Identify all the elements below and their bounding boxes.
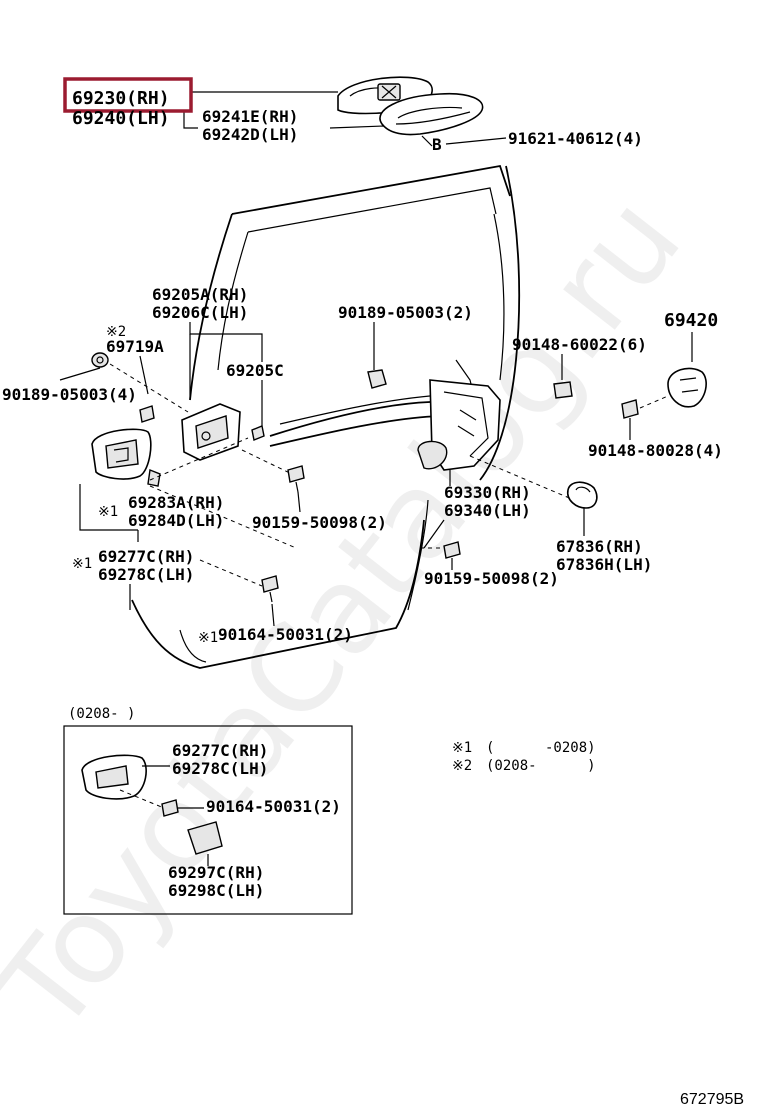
label-90189-top[interactable]: 90189-05003(2) bbox=[338, 303, 473, 322]
label-69240[interactable]: 69240(LH) bbox=[72, 108, 170, 129]
screw-69205C[interactable] bbox=[252, 426, 264, 440]
label-90159-b[interactable]: 90159-50098(2) bbox=[424, 569, 559, 588]
screw-90159-a[interactable] bbox=[288, 466, 304, 492]
label-69242D[interactable]: 69242D(LH) bbox=[202, 125, 298, 144]
label-69283A[interactable]: 69283A(RH) bbox=[128, 493, 224, 512]
label-69330[interactable]: 69330(RH) bbox=[444, 483, 531, 502]
label-91621[interactable]: 91621-40612(4) bbox=[508, 129, 643, 148]
bolt-90148-60022[interactable] bbox=[554, 382, 572, 398]
label-67836H[interactable]: 67836H(LH) bbox=[556, 555, 652, 574]
nut-90189-left[interactable] bbox=[92, 353, 108, 367]
label-69278C[interactable]: 69278C(LH) bbox=[98, 565, 194, 584]
note-2-mark: ※2 bbox=[452, 758, 472, 774]
inner-handle-part[interactable] bbox=[182, 404, 240, 460]
label-69230[interactable]: 69230(RH) bbox=[72, 88, 170, 109]
callout-b: B bbox=[432, 135, 442, 154]
clip-69719A[interactable] bbox=[140, 406, 154, 422]
label-90189-left[interactable]: 90189-05003(4) bbox=[2, 385, 137, 404]
label-69206C[interactable]: 69206C(LH) bbox=[152, 303, 248, 322]
inset-bezel-part[interactable] bbox=[82, 755, 146, 799]
door-handle-bezel[interactable] bbox=[92, 429, 151, 479]
note-1-text: ( -0208) bbox=[486, 740, 596, 756]
inset-label-69298C[interactable]: 69298C(LH) bbox=[168, 881, 264, 900]
note-2-text: (0208- ) bbox=[486, 758, 596, 774]
label-69277C[interactable]: 69277C(RH) bbox=[98, 547, 194, 566]
striker-69420[interactable] bbox=[668, 368, 706, 406]
inset-label-69278C[interactable]: 69278C(LH) bbox=[172, 759, 268, 778]
label-69284D[interactable]: 69284D(LH) bbox=[128, 511, 224, 530]
nut-90189-top[interactable] bbox=[368, 370, 386, 388]
label-69205A[interactable]: 69205A(RH) bbox=[152, 285, 248, 304]
bolt-90148-80028[interactable] bbox=[622, 400, 638, 418]
inset-date-range: (0208- ) bbox=[68, 706, 135, 722]
label-69420[interactable]: 69420 bbox=[664, 310, 718, 331]
grommet-67836[interactable] bbox=[568, 482, 597, 508]
label-90159-a[interactable]: 90159-50098(2) bbox=[252, 513, 387, 532]
label-90148-80028[interactable]: 90148-80028(4) bbox=[588, 441, 723, 460]
note-mark-1a: ※1 bbox=[98, 504, 118, 520]
note-mark-1b: ※1 bbox=[72, 556, 92, 572]
inset-label-69297C[interactable]: 69297C(RH) bbox=[168, 863, 264, 882]
label-67836[interactable]: 67836(RH) bbox=[556, 537, 643, 556]
diagram-code: 672795B bbox=[680, 1091, 744, 1108]
label-69241E[interactable]: 69241E(RH) bbox=[202, 107, 298, 126]
inset-label-90164[interactable]: 90164-50031(2) bbox=[206, 797, 341, 816]
note-1-mark: ※1 bbox=[452, 740, 472, 756]
label-69340[interactable]: 69340(LH) bbox=[444, 501, 531, 520]
inset-label-69277C[interactable]: 69277C(RH) bbox=[172, 741, 268, 760]
label-90148-60022[interactable]: 90148-60022(6) bbox=[512, 335, 647, 354]
label-69205C[interactable]: 69205C bbox=[226, 361, 284, 380]
label-90164-main[interactable]: 90164-50031(2) bbox=[218, 625, 353, 644]
label-69719A[interactable]: 69719A bbox=[106, 337, 164, 356]
clip-69283A[interactable] bbox=[148, 470, 160, 486]
note-mark-1c: ※1 bbox=[198, 630, 218, 646]
